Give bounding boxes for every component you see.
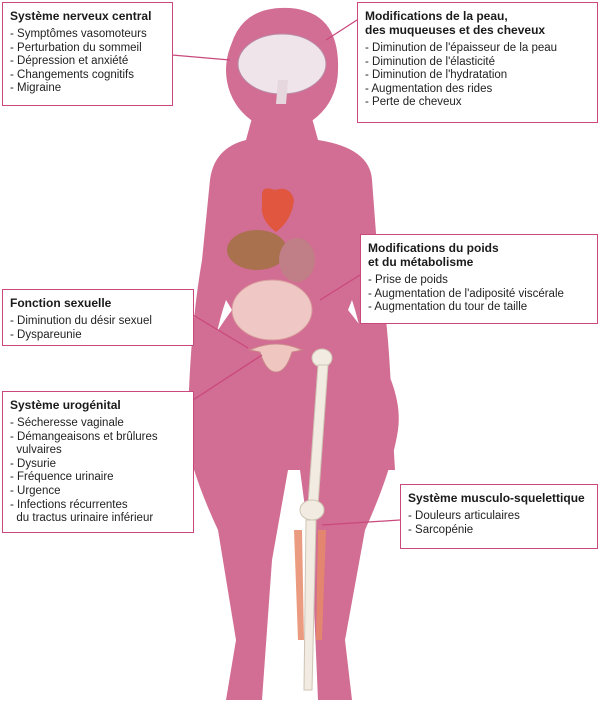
cns-item: - Changements cognitifs xyxy=(10,68,135,81)
brainstem xyxy=(276,80,288,104)
skin-box: Modifications de la peau, des muqueuses … xyxy=(357,2,598,123)
urogenital-item: - Urgence xyxy=(10,484,61,497)
weight-title: Modifications du poids et du métabolisme xyxy=(368,241,499,269)
cns-item: - Dépression et anxiété xyxy=(10,55,129,68)
weight-item: - Augmentation de l'adiposité viscérale xyxy=(368,287,564,300)
urogenital-item: - Fréquence urinaire xyxy=(10,471,114,484)
urogenital-title: Système urogénital xyxy=(10,398,121,412)
sexual-item: - Diminution du désir sexuel xyxy=(10,315,152,327)
sexual-title: Fonction sexuelle xyxy=(10,296,112,310)
leg-bones-icon xyxy=(299,348,333,691)
skin-item: - Augmentation des rides xyxy=(365,82,493,95)
urogenital-item: - Sécheresse vaginale xyxy=(10,417,124,429)
uterus-icon xyxy=(248,343,304,373)
cns-item: - Perturbation du sommeil xyxy=(10,41,142,54)
urogenital-item: - Dysurie xyxy=(10,457,57,470)
musculo-box: Système musculo-squelettique - Douleurs … xyxy=(400,484,598,549)
urogenital-item: - Infections récurrentes du tractus urin… xyxy=(10,498,154,525)
liver-icon xyxy=(227,230,287,270)
cns-item: - Migraine xyxy=(10,82,62,95)
skin-item: - Diminution de l'hydratation xyxy=(365,69,508,82)
urogenital-item: - Démangeaisons et brûlures vulvaires xyxy=(10,430,158,457)
cns-item: - Symptômes vasomoteurs xyxy=(10,28,147,40)
connector-lines xyxy=(171,19,401,526)
cns-title: Système nerveux central xyxy=(10,9,152,23)
skin-title: Modifications de la peau, des muqueuses … xyxy=(365,9,546,37)
skin-item: - Diminution de l'élasticité xyxy=(365,55,496,68)
weight-item: - Prise de poids xyxy=(368,274,448,286)
musculo-title: Système musculo-squelettique xyxy=(408,491,585,505)
weight-item: - Augmentation du tour de taille xyxy=(368,301,528,314)
weight-box: Modifications du poids et du métabolisme… xyxy=(360,234,598,324)
musculo-item: - Sarcopénie xyxy=(408,523,474,536)
musculo-item: - Douleurs articulaires xyxy=(408,510,520,522)
skin-item: - Diminution de l'épaisseur de la peau xyxy=(365,42,558,54)
heart-icon xyxy=(261,188,294,232)
sexual-item: - Dyspareunie xyxy=(10,328,82,341)
skin-item: - Perte de cheveux xyxy=(365,96,462,109)
cns-box: Système nerveux central - Symptômes vaso… xyxy=(2,2,173,106)
sexual-box: Fonction sexuelle - Diminution du désir … xyxy=(2,289,194,346)
urogenital-box: Système urogénital - Sécheresse vaginale… xyxy=(2,391,194,533)
muscle-icon xyxy=(294,530,326,640)
stomach-icon xyxy=(279,238,315,282)
intestines-icon xyxy=(231,279,313,341)
